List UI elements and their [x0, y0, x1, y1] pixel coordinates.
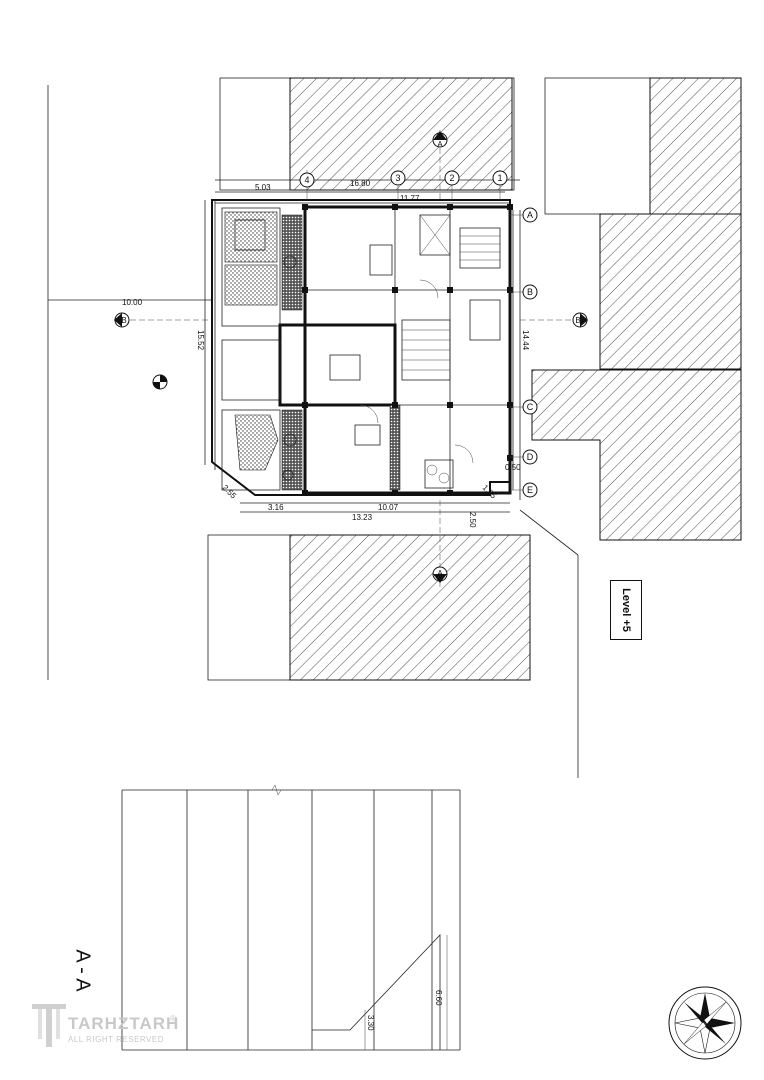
dim-top-3: 11.77 — [400, 194, 420, 203]
dim-bottom-3: 10.07 — [378, 503, 399, 512]
floor-plan — [211, 199, 513, 496]
dim-bottom-2: 3.16 — [268, 503, 284, 512]
grid-label-d: D — [527, 452, 534, 462]
grid-label-1: 1 — [497, 173, 502, 183]
dim-right: 14.44 — [521, 330, 530, 351]
section-marker-right: B — [575, 316, 580, 325]
dim-bottom-4: 2.50 — [468, 512, 477, 528]
grid-bubble-c — [522, 399, 538, 415]
grid-label-c: C — [527, 402, 534, 412]
grid-label-b: B — [527, 287, 533, 297]
section-marker-bottom: A — [437, 569, 443, 578]
dimension-lines — [204, 179, 521, 513]
section-marker-top: A — [437, 140, 443, 149]
dim-right-small-2: 1.35 — [481, 483, 499, 501]
logo-tagline: ALL RIGHT RESERVED — [68, 1035, 164, 1044]
grid-label-4: 4 — [304, 175, 309, 185]
level-label: Level +5 — [620, 588, 633, 632]
dim-bottom-5: 13.23 — [352, 513, 373, 522]
section-marker-left: B — [121, 316, 126, 325]
section-aa-drawing: 6.60 3.30 — [121, 784, 461, 1051]
grid-bubble-d — [522, 449, 538, 465]
grid-bubble-b — [522, 284, 538, 300]
section-dim-1: 6.60 — [434, 990, 443, 1006]
dim-top-1: 5.03 — [255, 183, 271, 192]
logo-registered-mark: ® — [170, 1014, 176, 1023]
section-dim-2: 3.30 — [366, 1015, 375, 1031]
section-title-text: A - A — [71, 948, 94, 992]
north-arrow-icon — [668, 986, 742, 1060]
grid-bubble-a — [522, 207, 538, 223]
dim-bottom-1: 2.55 — [221, 483, 239, 501]
dim-top-2: 16.80 — [350, 179, 371, 188]
dim-right-small-1: 0.50 — [505, 463, 521, 472]
section-markers: A A B B — [114, 131, 588, 583]
grid-axes: 4 3 2 1 A B C D E — [299, 170, 538, 498]
grid-label-3: 3 — [395, 173, 400, 183]
grid-bubble-e — [522, 482, 538, 498]
grid-bubble-2 — [444, 170, 460, 186]
grid-label-2: 2 — [449, 173, 454, 183]
grid-bubble-1 — [492, 170, 508, 186]
grid-bubble-3 — [390, 170, 406, 186]
logo-mark-icon — [32, 1004, 66, 1047]
section-title: A - A — [62, 948, 102, 992]
dim-left-1: 10.00 — [122, 298, 143, 307]
neighbour-buildings — [207, 77, 742, 681]
dim-left-2: 15.52 — [196, 330, 205, 351]
watermark-logo: TARHZTARH ALL RIGHT RESERVED ® — [30, 1000, 190, 1052]
logo-name: TARHZTARH — [68, 1014, 180, 1033]
level-label-box: Level +5 — [610, 580, 642, 640]
grid-label-a: A — [527, 210, 533, 220]
grid-label-e: E — [527, 485, 533, 495]
grid-bubble-4 — [299, 172, 315, 188]
